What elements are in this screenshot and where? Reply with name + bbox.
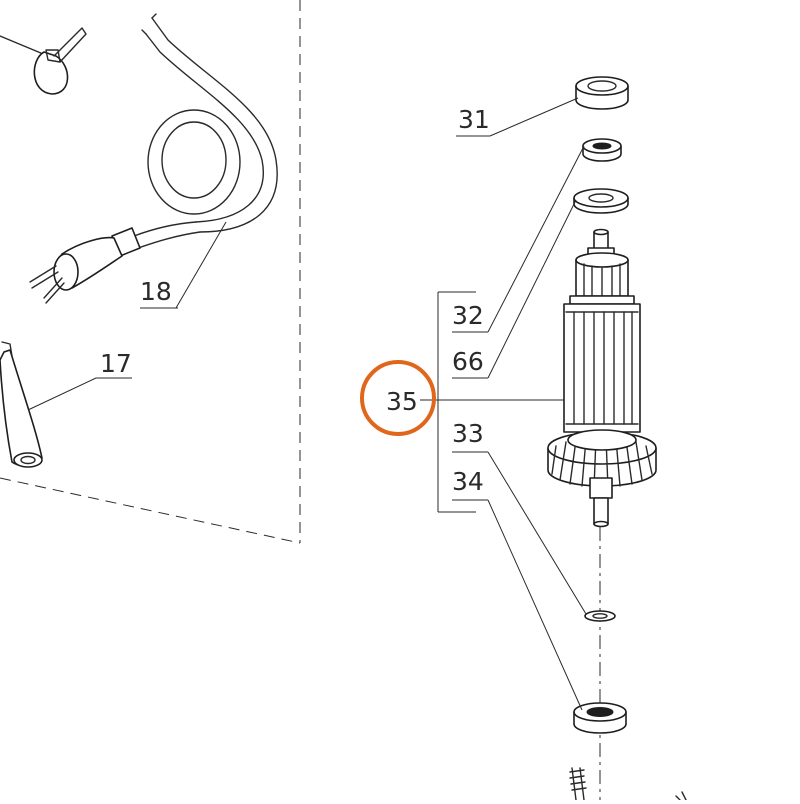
label-33: 33 — [452, 419, 484, 448]
label-17: 17 — [100, 349, 132, 378]
leader-31 — [489, 97, 579, 137]
leader-bracket — [437, 291, 476, 513]
washer-66 — [573, 188, 629, 214]
label-34: 34 — [452, 467, 484, 496]
cord-guard-part — [0, 341, 43, 468]
leader-34 — [487, 499, 583, 711]
label-35: 35 — [386, 387, 418, 416]
leader-66 — [487, 199, 577, 379]
power-cord-part — [29, 13, 278, 304]
label-32: 32 — [452, 301, 484, 330]
armature-35 — [547, 228, 657, 528]
leader-17 — [27, 377, 97, 411]
ball-bearing-34 — [573, 702, 627, 734]
leader-33 — [487, 451, 587, 615]
leader-18 — [175, 221, 227, 309]
bearing-cover-31 — [575, 76, 629, 110]
label-66: 66 — [452, 347, 484, 376]
cable-tie-part — [0, 27, 87, 95]
group-boundary-dashed — [0, 0, 301, 544]
screw-part — [569, 767, 687, 801]
label-31: 31 — [458, 105, 490, 134]
ball-bearing-32 — [582, 138, 622, 162]
highlight-callout-circle — [360, 360, 436, 436]
leader-32 — [487, 145, 585, 333]
label-18: 18 — [140, 277, 172, 306]
washer-33 — [584, 610, 616, 622]
